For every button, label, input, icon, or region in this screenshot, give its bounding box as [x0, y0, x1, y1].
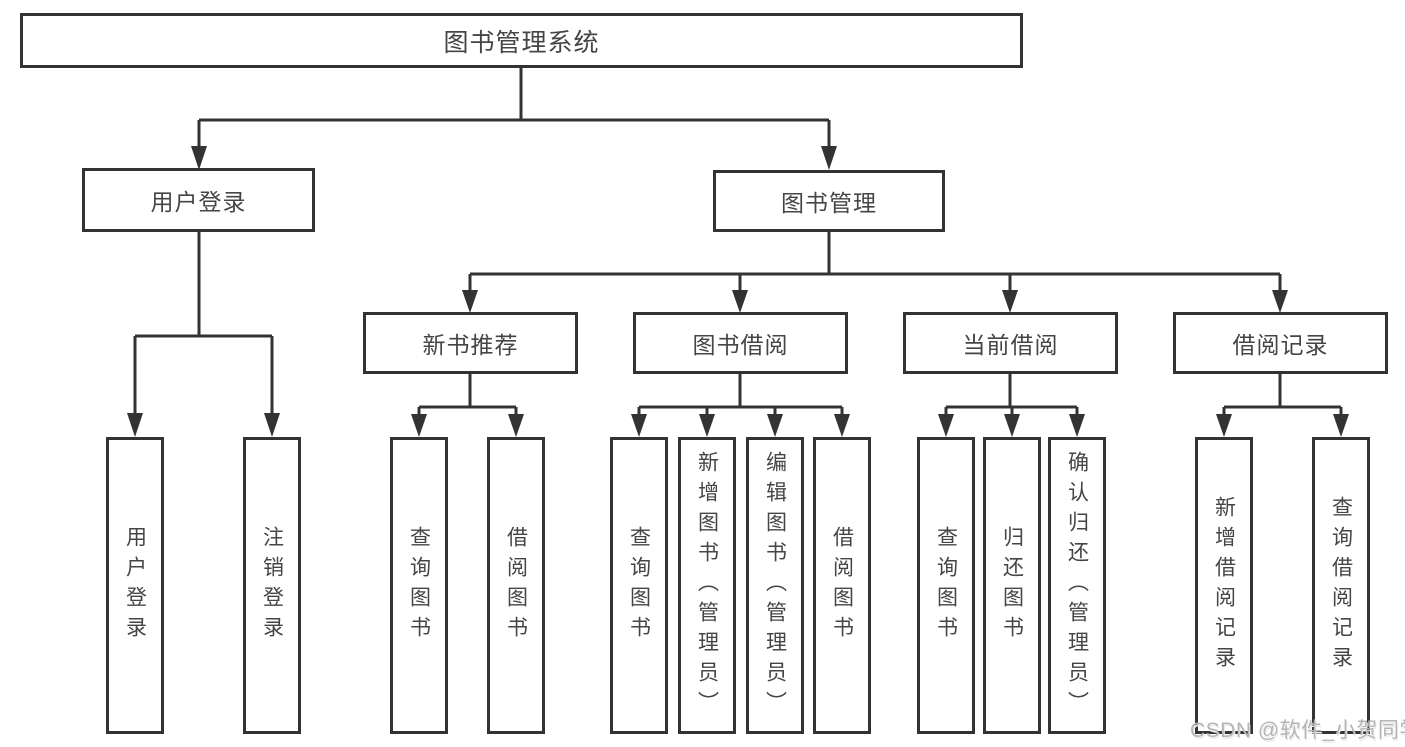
connectors-new-books-children — [411, 374, 524, 437]
connector-arrowhead — [631, 414, 647, 437]
connectors-current-borrow-children — [938, 374, 1085, 437]
leaf-current-confirm-return-admin: 确认归还（管理员） — [1048, 437, 1106, 734]
connector-arrowhead — [508, 414, 524, 437]
connector-arrowhead — [1272, 290, 1288, 313]
connector-arrowhead — [264, 413, 280, 437]
connector-arrowhead — [1333, 414, 1349, 437]
leaf-newbooks-query-books: 查询图书 — [390, 437, 448, 734]
csdn-watermark: CSDN @软件_小贺同学 — [1190, 719, 1405, 742]
node-book-borrow: 图书借阅 — [633, 312, 848, 374]
connector-arrowhead — [938, 414, 954, 437]
leaf-borrow-query-books: 查询图书 — [610, 437, 668, 734]
connectors-book-borrow-children — [631, 374, 850, 437]
connector-arrowhead — [462, 290, 478, 313]
leaf-current-return-books: 归还图书 — [983, 437, 1041, 734]
leaf-borrow-borrow-books: 借阅图书 — [813, 437, 871, 734]
connector-arrowhead — [127, 413, 143, 437]
node-book-management: 图书管理 — [713, 170, 945, 232]
connectors-user-login-children — [127, 232, 280, 437]
leaf-user-login: 用户登录 — [106, 437, 164, 734]
connector-arrowhead — [191, 146, 207, 170]
leaf-borrow-edit-books-admin: 编辑图书（管理员） — [746, 437, 804, 734]
node-library-management-system: 图书管理系统 — [20, 13, 1023, 68]
connectors-borrow-records-children — [1216, 374, 1349, 437]
connector-arrowhead — [834, 414, 850, 437]
connector-arrowhead — [732, 290, 748, 313]
leaf-records-add-record: 新增借阅记录 — [1195, 437, 1253, 734]
connectors-book-mgmt-to-level3 — [462, 232, 1288, 313]
leaf-records-query-record: 查询借阅记录 — [1312, 437, 1370, 734]
leaf-newbooks-borrow-books: 借阅图书 — [487, 437, 545, 734]
connector-arrowhead — [411, 414, 427, 437]
connector-arrowhead — [1002, 290, 1018, 313]
connector-arrowhead — [821, 146, 837, 170]
node-new-book-recommend: 新书推荐 — [363, 312, 578, 374]
node-user-login: 用户登录 — [82, 168, 315, 232]
leaf-logout: 注销登录 — [243, 437, 301, 734]
connector-arrowhead — [699, 414, 715, 437]
connector-arrowhead — [1004, 414, 1020, 437]
node-current-borrow: 当前借阅 — [903, 312, 1118, 374]
connector-arrowhead — [1216, 414, 1232, 437]
leaf-borrow-add-books-admin: 新增图书（管理员） — [678, 437, 736, 734]
leaf-current-query-books: 查询图书 — [917, 437, 975, 734]
connector-arrowhead — [767, 414, 783, 437]
node-borrow-records: 借阅记录 — [1173, 312, 1388, 374]
connector-arrowhead — [1069, 414, 1085, 437]
connectors-root-to-level2 — [191, 68, 837, 170]
